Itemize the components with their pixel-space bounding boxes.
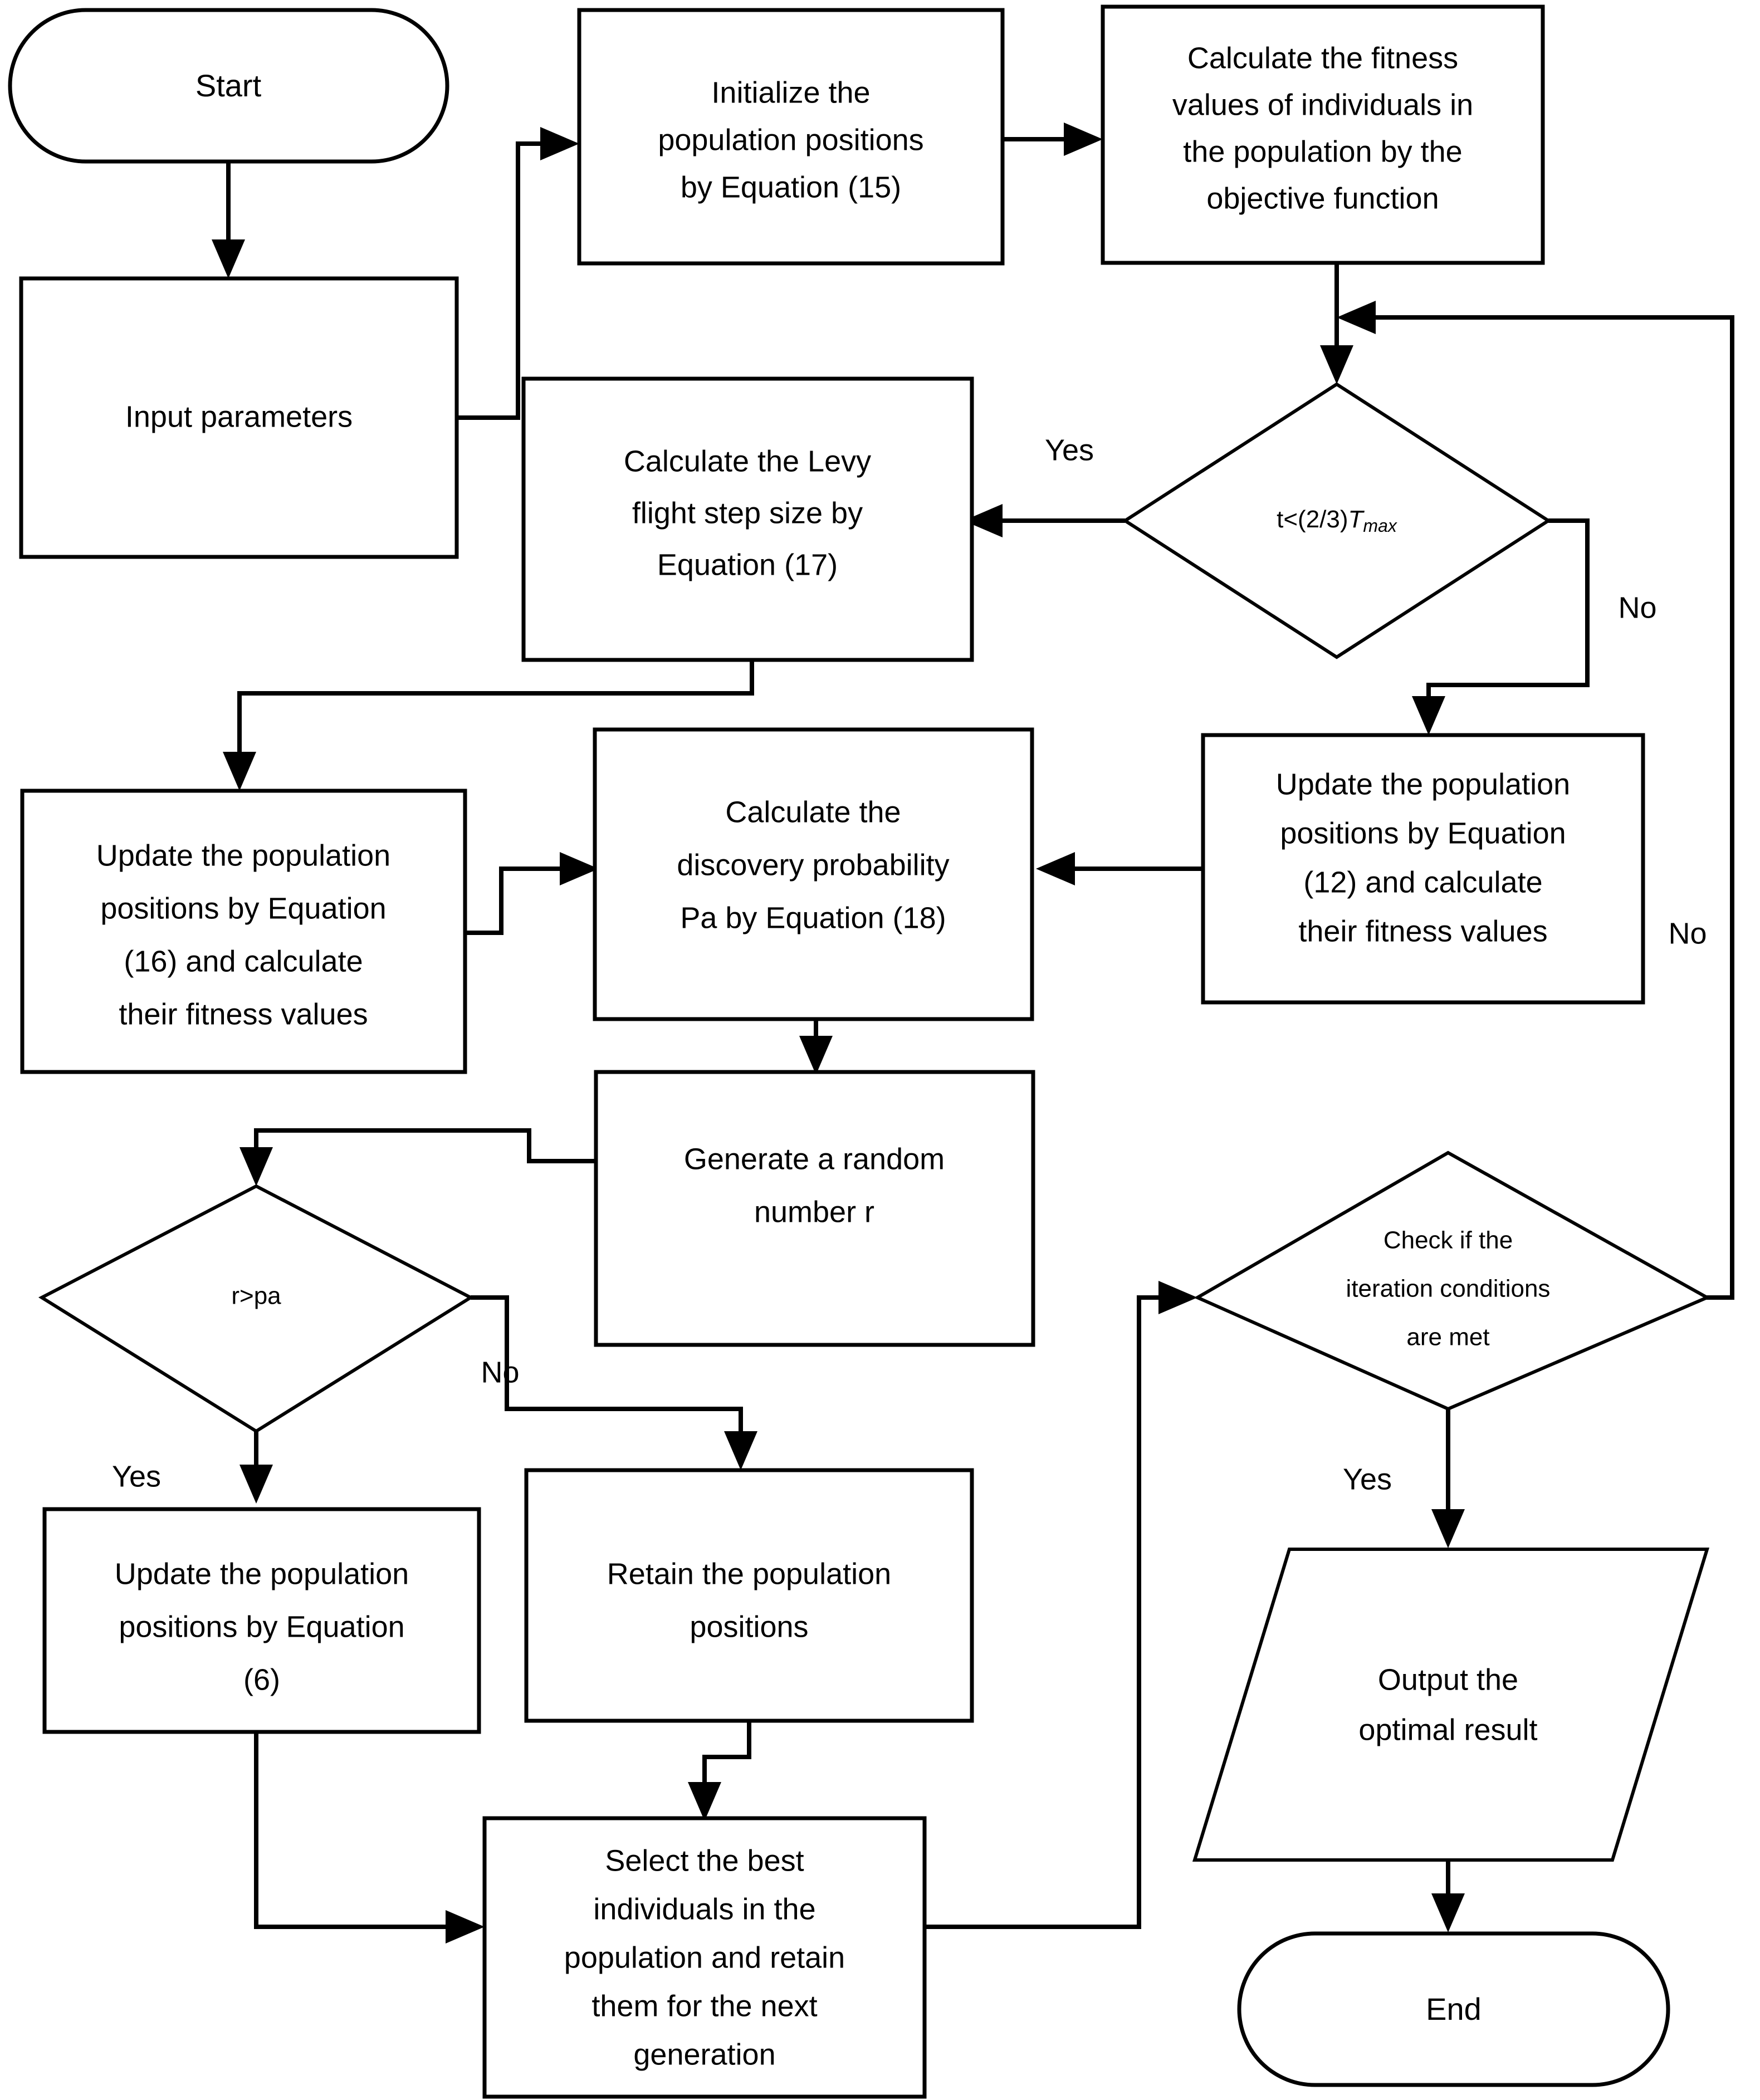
node-update16-line2: positions by Equation <box>100 892 386 925</box>
node-update12-line3: (12) and calculate <box>1303 865 1542 899</box>
edge-label-yes-r: Yes <box>112 1460 161 1493</box>
node-update16-line4: their fitness values <box>119 997 368 1031</box>
node-select-line5: generation <box>633 2038 775 2071</box>
node-input-parameters[interactable]: Input parameters <box>19 276 459 559</box>
node-decision-iter-line2: iteration conditions <box>1346 1275 1551 1303</box>
edge-select-to-iteration <box>925 1281 1197 1929</box>
edge-update12-to-discovery <box>1036 852 1203 885</box>
node-levy-line3: Equation (17) <box>657 548 838 581</box>
edge-update6-to-select <box>254 1732 485 1944</box>
node-random-line1: Generate a random <box>684 1142 945 1176</box>
node-initialize-line3: by Equation (15) <box>681 170 901 204</box>
node-initialize-population[interactable]: Initialize the population positions by E… <box>577 8 1005 266</box>
node-update16-line1: Update the population <box>96 839 390 872</box>
node-discovery-line2: discovery probability <box>677 848 949 882</box>
node-levy-line2: flight step size by <box>632 496 863 530</box>
edge-decision-t-yes <box>964 504 1125 537</box>
node-select-best[interactable]: Select the best individuals in the popul… <box>482 1816 927 2099</box>
node-start[interactable]: Start <box>8 8 449 164</box>
node-start-label: Start <box>195 68 262 103</box>
edge-decision-r-yes <box>239 1431 273 1504</box>
edge-label-no-t: No <box>1618 591 1656 624</box>
node-output-line1: Output the <box>1378 1663 1518 1696</box>
node-output-line2: optimal result <box>1358 1713 1537 1746</box>
edge-label-yes-iter: Yes <box>1343 1462 1392 1496</box>
node-select-line4: them for the next <box>591 1989 817 2023</box>
edge-fitness-to-decision-t <box>1320 262 1353 384</box>
node-update-eq16[interactable]: Update the population positions by Equat… <box>20 789 467 1074</box>
node-end-label: End <box>1426 1991 1482 2026</box>
edge-decision-r-no <box>471 1295 757 1470</box>
node-end[interactable]: End <box>1237 1931 1670 2087</box>
node-decision-t-label: t<(2/3)Tmax <box>1277 506 1397 536</box>
node-decision-r[interactable]: r>pa <box>38 1184 475 1433</box>
node-decision-r-label: r>pa <box>231 1282 281 1310</box>
node-discovery-probability[interactable]: Calculate the discovery probability Pa b… <box>593 727 1034 1021</box>
node-fitness-line2: values of individuals in <box>1172 88 1473 121</box>
decision-t-prefix: t<(2/3) <box>1277 506 1348 533</box>
node-fitness-line4: objective function <box>1206 182 1439 215</box>
node-select-line1: Select the best <box>605 1844 804 1877</box>
node-update-eq6[interactable]: Update the population positions by Equat… <box>42 1507 481 1734</box>
node-output-result[interactable]: Output the optimal result <box>1192 1548 1710 1862</box>
edge-iteration-yes <box>1431 1409 1465 1548</box>
edge-output-to-end <box>1431 1860 1465 1932</box>
node-discovery-line1: Calculate the <box>725 795 901 829</box>
node-update12-line2: positions by Equation <box>1280 816 1566 850</box>
edge-initialize-to-fitness <box>1003 123 1103 156</box>
node-discovery-line3: Pa by Equation (18) <box>680 901 946 934</box>
node-random-line2: number r <box>754 1195 874 1228</box>
node-levy-flight[interactable]: Calculate the Levy flight step size by E… <box>521 376 974 662</box>
edge-levy-to-update16 <box>223 660 754 791</box>
node-update12-line4: their fitness values <box>1298 914 1547 948</box>
edge-label-yes-t: Yes <box>1045 433 1094 467</box>
node-select-line2: individuals in the <box>593 1892 815 1926</box>
edge-random-to-decision-r <box>239 1128 596 1186</box>
node-update6-line2: positions by Equation <box>119 1610 404 1643</box>
node-levy-line1: Calculate the Levy <box>624 444 871 478</box>
node-retain-line1: Retain the population <box>607 1557 891 1590</box>
edge-input-to-initialize <box>457 127 579 420</box>
edge-retain-to-select <box>688 1721 751 1821</box>
node-calculate-fitness[interactable]: Calculate the fitness values of individu… <box>1101 4 1545 265</box>
node-select-line3: population and retain <box>564 1941 845 1974</box>
node-initialize-line2: population positions <box>658 123 923 156</box>
edge-discovery-to-random <box>799 1019 833 1075</box>
node-fitness-line3: the population by the <box>1183 135 1462 168</box>
edge-update16-to-discovery <box>465 852 599 935</box>
node-decision-t[interactable]: t<(2/3)Tmax <box>1122 382 1552 659</box>
edge-decision-t-no <box>1412 518 1590 735</box>
node-fitness-line1: Calculate the fitness <box>1187 41 1458 75</box>
node-input-parameters-label: Input parameters <box>125 400 353 433</box>
node-update12-line1: Update the population <box>1276 767 1570 801</box>
node-initialize-line1: Initialize the <box>711 76 870 109</box>
node-update6-line3: (6) <box>243 1663 280 1696</box>
node-random-number[interactable]: Generate a random number r <box>594 1070 1035 1347</box>
edge-start-to-input <box>212 161 245 278</box>
node-decision-iter-line1: Check if the <box>1383 1227 1513 1254</box>
node-decision-iter-line3: are met <box>1406 1324 1489 1351</box>
node-update6-line1: Update the population <box>115 1557 409 1590</box>
decision-t-sub: max <box>1363 516 1397 536</box>
node-retain-positions[interactable]: Retain the population positions <box>524 1468 974 1723</box>
edge-label-no-r: No <box>481 1355 519 1389</box>
node-retain-line2: positions <box>690 1610 808 1643</box>
decision-t-var: T <box>1348 506 1365 533</box>
node-update-eq12[interactable]: Update the population positions by Equat… <box>1201 733 1645 1005</box>
edge-label-no-iter: No <box>1668 917 1707 950</box>
node-update16-line3: (16) and calculate <box>124 944 363 978</box>
node-decision-iteration[interactable]: Check if the iteration conditions are me… <box>1194 1151 1711 1411</box>
